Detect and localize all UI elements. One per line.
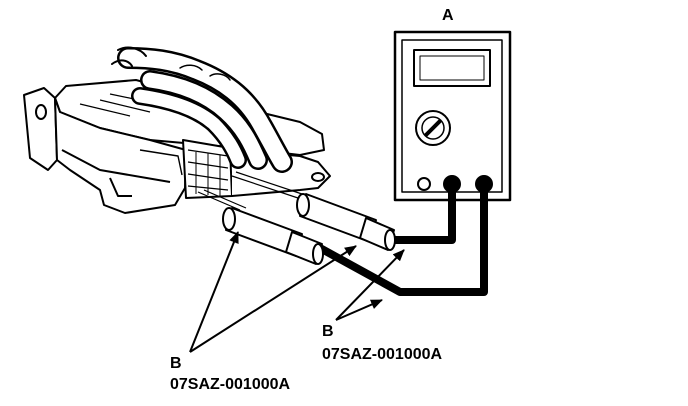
probe-left-label: B (170, 355, 182, 372)
callout-arrows (189, 231, 405, 353)
test-leads (316, 180, 488, 296)
probe-right-label: B (322, 323, 334, 340)
wiring-harness (111, 46, 293, 173)
probe-adapter-left (222, 207, 324, 265)
multimeter (393, 30, 512, 202)
probe-left-part-number: 07SAZ-001000A (170, 376, 291, 393)
callout-arrow-left-2 (189, 245, 357, 353)
probe-adapter-right (296, 193, 396, 251)
probe-wires (197, 171, 309, 211)
multimeter-label: A (442, 7, 454, 24)
callout-arrow-right-2 (335, 249, 405, 321)
multimeter-jack-1 (417, 177, 431, 191)
probe-right-part-number: 07SAZ-001000A (322, 346, 443, 363)
test-lead-red (316, 180, 488, 296)
callout-arrow-right-1 (335, 299, 383, 321)
callout-arrow-left-1 (189, 231, 239, 353)
test-lead-black (386, 180, 456, 244)
